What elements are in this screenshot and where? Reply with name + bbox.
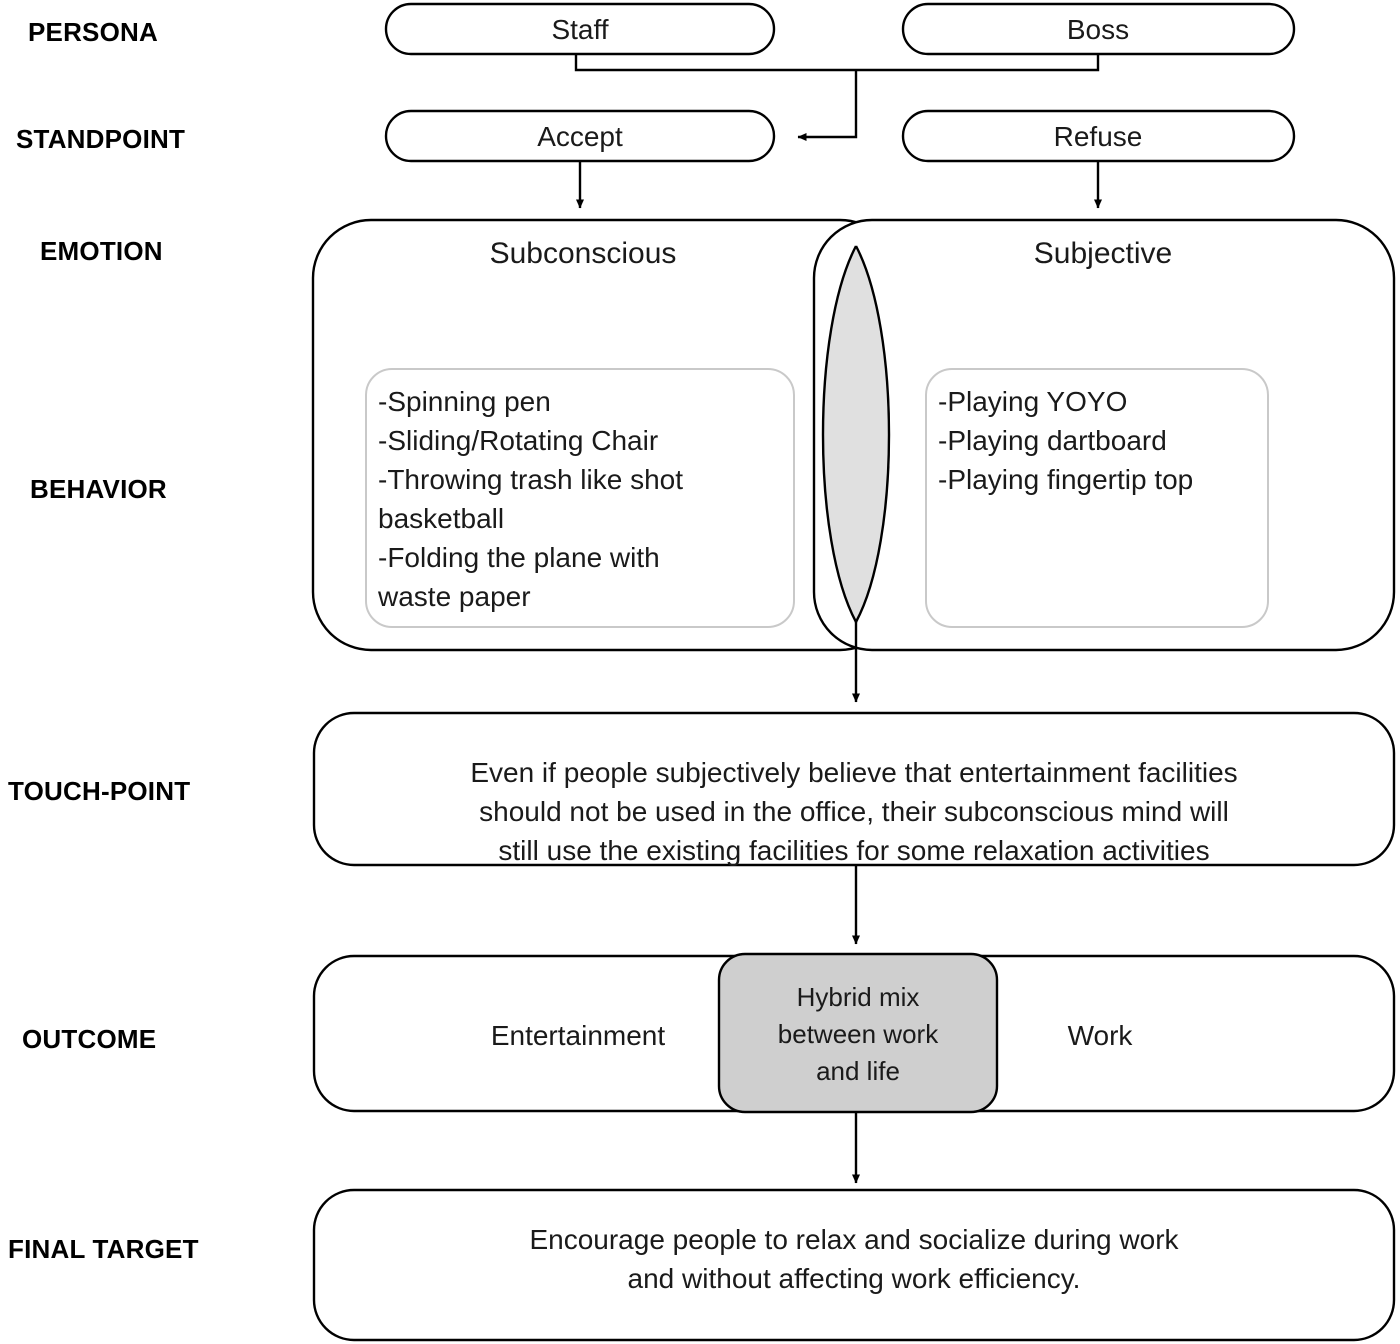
- list-item: -Sliding/Rotating Chair: [378, 425, 658, 456]
- row-label-behavior: BEHAVIOR: [30, 474, 167, 504]
- behavior-subjective-list-box: [925, 368, 1269, 628]
- emotion-subconscious-label: Subconscious: [490, 237, 677, 270]
- persona-staff-label: Staff: [551, 14, 608, 45]
- row-label-final-target: FINAL TARGET: [8, 1234, 199, 1264]
- hybrid-line: Hybrid mix: [797, 982, 920, 1012]
- row-label-emotion: EMOTION: [40, 236, 163, 266]
- behavior-subjective-list: -Playing YOYO -Playing dartboard -Playin…: [938, 386, 1193, 495]
- persona-staff-box[interactable]: [384, 2, 776, 56]
- list-item: waste paper: [377, 581, 531, 612]
- touch-point-line: should not be used in the office, their …: [479, 796, 1229, 827]
- outcome-work-label: Work: [1068, 1020, 1134, 1051]
- row-label-persona: PERSONA: [28, 17, 158, 47]
- list-item: -Playing fingertip top: [938, 464, 1193, 495]
- lens-edge-left: [821, 245, 858, 623]
- touch-point-text: Even if people subjectively believe that…: [470, 757, 1237, 866]
- final-target-line: and without affecting work efficiency.: [628, 1263, 1081, 1294]
- list-item: -Folding the plane with: [378, 542, 660, 573]
- outcome-hybrid-mix-text: Hybrid mix between work and life: [778, 982, 939, 1086]
- touch-point-box[interactable]: [312, 711, 1396, 867]
- connector-to-accept-arrow: [797, 70, 858, 141]
- list-item: -Playing dartboard: [938, 425, 1167, 456]
- outcome-entertainment-label: Entertainment: [491, 1020, 666, 1051]
- touch-point-line: still use the existing facilities for so…: [498, 835, 1209, 866]
- lens-edge-right: [854, 245, 891, 623]
- behavior-subconscious-list: -Spinning pen -Sliding/Rotating Chair -T…: [377, 386, 683, 612]
- row-label-outcome: OUTCOME: [22, 1024, 156, 1054]
- list-item: -Throwing trash like shot: [378, 464, 683, 495]
- emotion-overlap-lens: [823, 246, 889, 622]
- hybrid-line: and life: [816, 1056, 900, 1086]
- list-item: -Playing YOYO: [938, 386, 1127, 417]
- emotion-subjective-label: Subjective: [1034, 237, 1172, 270]
- final-target-text: Encourage people to relax and socialize …: [529, 1224, 1179, 1294]
- touch-point-line: Even if people subjectively believe that…: [470, 757, 1237, 788]
- final-target-box[interactable]: [312, 1188, 1396, 1342]
- outcome-hybrid-mix-box[interactable]: [717, 952, 999, 1114]
- connector-persona-merge: [574, 54, 1100, 72]
- standpoint-accept-label: Accept: [537, 121, 623, 152]
- emotion-subjective-box[interactable]: [812, 218, 1396, 652]
- persona-boss-label: Boss: [1067, 14, 1129, 45]
- final-target-line: Encourage people to relax and socialize …: [529, 1224, 1179, 1255]
- hybrid-line: between work: [778, 1019, 939, 1049]
- row-label-touch-point: TOUCH-POINT: [8, 776, 190, 806]
- list-item: -Spinning pen: [378, 386, 551, 417]
- standpoint-refuse-label: Refuse: [1054, 121, 1143, 152]
- row-label-standpoint: STANDPOINT: [16, 124, 185, 154]
- behavior-subconscious-list-box: [365, 368, 795, 628]
- list-item: basketball: [378, 503, 504, 534]
